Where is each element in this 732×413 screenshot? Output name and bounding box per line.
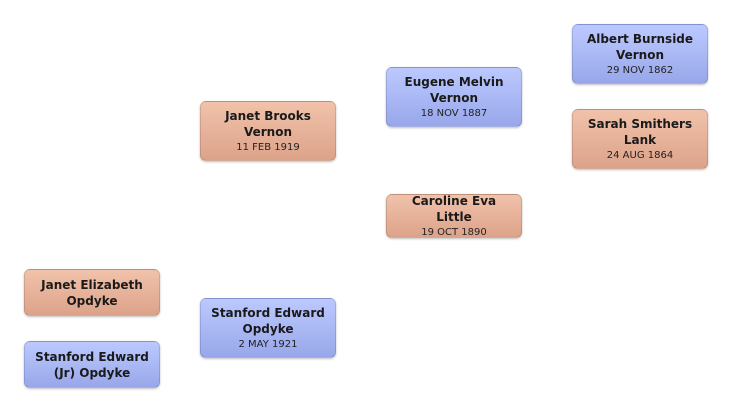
person-node-sarah-smithers-lank[interactable]: Sarah Smithers Lank 24 AUG 1864 [572,109,708,169]
person-name: Albert Burnside Vernon [586,32,694,62]
person-birth-date: 19 OCT 1890 [421,227,487,238]
person-birth-date: 24 AUG 1864 [606,150,674,161]
person-node-janet-elizabeth-opdyke[interactable]: Janet Elizabeth Opdyke [24,269,160,316]
person-node-stanford-edward-opdyke[interactable]: Stanford Edward Opdyke 2 MAY 1921 [200,298,336,358]
person-node-stanford-edward-jr-opdyke[interactable]: Stanford Edward (Jr) Opdyke [24,341,160,388]
person-name: Janet Brooks Vernon [225,109,311,139]
person-name: Eugene Melvin Vernon [404,75,504,105]
person-node-janet-brooks-vernon[interactable]: Janet Brooks Vernon 11 FEB 1919 [200,101,336,161]
person-name: Stanford Edward Opdyke [211,306,325,336]
person-name: Janet Elizabeth Opdyke [41,277,143,308]
person-name: Sarah Smithers Lank [587,117,693,147]
person-birth-date: 2 MAY 1921 [238,339,298,350]
person-birth-date: 11 FEB 1919 [236,142,300,153]
person-node-eugene-melvin-vernon[interactable]: Eugene Melvin Vernon 18 NOV 1887 [386,67,522,127]
person-node-albert-burnside-vernon[interactable]: Albert Burnside Vernon 29 NOV 1862 [572,24,708,84]
person-birth-date: 29 NOV 1862 [606,65,674,76]
person-name: Caroline Eva Little [411,194,497,224]
person-node-caroline-eva-little[interactable]: Caroline Eva Little 19 OCT 1890 [386,194,522,238]
person-birth-date: 18 NOV 1887 [420,108,488,119]
person-name: Stanford Edward (Jr) Opdyke [35,349,149,380]
